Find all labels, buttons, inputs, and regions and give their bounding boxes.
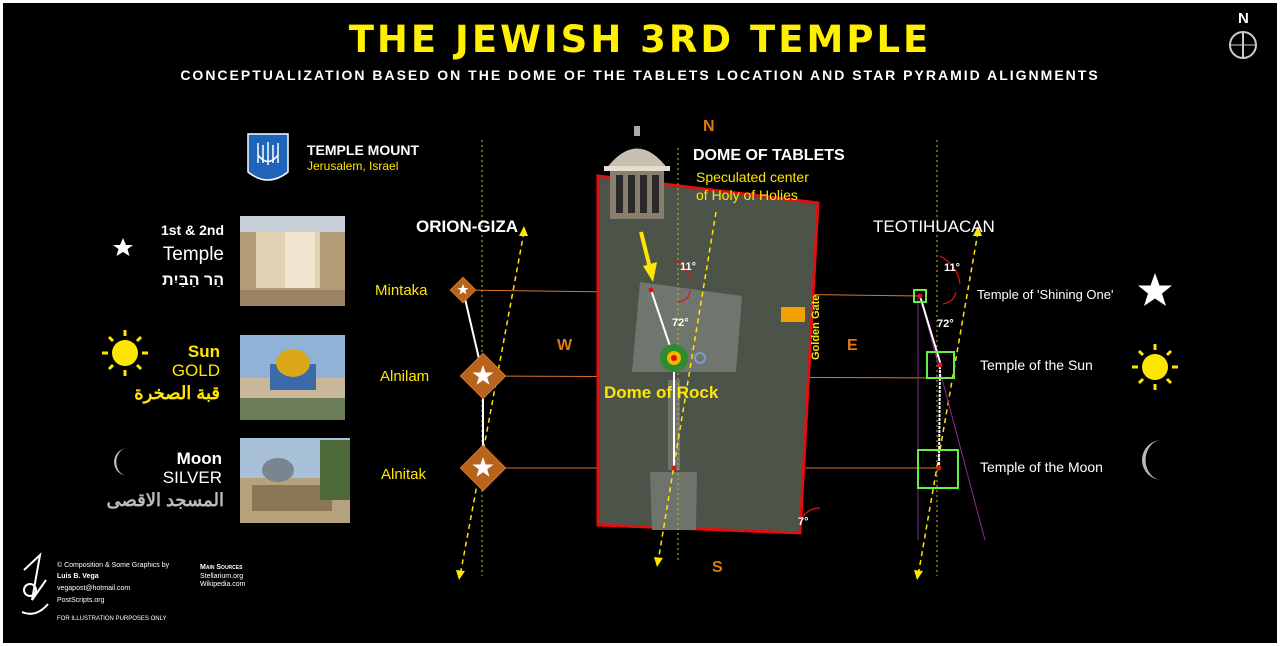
credits-site: PostScripts.org: [57, 597, 105, 604]
temple-photo: [240, 216, 345, 306]
temple-label-line2: Temple: [162, 244, 224, 265]
mount-angle-11: 11°: [680, 261, 697, 273]
shining-star-icon: [1138, 273, 1172, 306]
shining-one-label: Temple of 'Shining One': [977, 287, 1114, 302]
location-name: TEMPLE MOUNT: [307, 142, 419, 158]
author-logo-icon: [21, 552, 49, 615]
north-compass-letter: N: [1238, 10, 1249, 27]
moon-label: Moon: [176, 449, 222, 468]
source-wikipedia: Wikipedia.com: [200, 581, 246, 588]
sun-icon-right: [1132, 344, 1178, 390]
speculated-line1: Speculated center: [696, 169, 809, 185]
credits-email: vegapost@hotmail.com: [57, 585, 131, 592]
credits-line1: © Composition & Some Graphics by: [57, 562, 170, 569]
sun-label: Sun: [187, 342, 220, 361]
dome-of-tablets-title: DOME OF TABLETS: [693, 147, 845, 164]
mintaka-star: [449, 276, 477, 304]
mount-angle-72: 72°: [672, 317, 689, 329]
temple-label-hebrew: הַר הַבַּיִת: [162, 272, 224, 289]
golden-gate-label: Golden Gate: [810, 294, 822, 360]
orion-giza-title: ORION-GIZA: [416, 217, 518, 236]
alnitak-star: [459, 444, 507, 492]
mount-angle-7: 7°: [798, 516, 809, 528]
sun-icon: [102, 330, 148, 376]
temple-label-line1: 1st & 2nd: [160, 222, 224, 238]
south-label: S: [712, 559, 723, 576]
west-label: W: [557, 337, 573, 354]
credits-note: FOR ILLUSTRATION PURPOSES ONLY: [57, 616, 167, 622]
mount-north-label: N: [703, 118, 715, 135]
teotihuacan-title: TEOTIHUACAN: [873, 217, 995, 236]
page-title: THE JEWISH 3RD TEMPLE: [348, 18, 932, 61]
israel-emblem-icon: [247, 133, 289, 181]
alnitak-label: Alnitak: [381, 466, 427, 483]
dome-of-rock-photo: [240, 335, 345, 420]
alnilam-label: Alnilam: [380, 368, 430, 385]
white-star-icon: [113, 238, 133, 256]
page-subtitle: CONCEPTUALIZATION BASED ON THE DOME OF T…: [180, 67, 1100, 83]
source-stellarium: Stellarium.org: [200, 573, 244, 580]
dome-of-rock-arabic: قبة الصخرة: [134, 383, 220, 403]
silver-label: SILVER: [162, 468, 222, 487]
alnilam-star: [459, 352, 507, 400]
location-place: Jerusalem, Israel: [307, 159, 399, 173]
teo-angle-72: 72°: [937, 318, 954, 330]
mintaka-label: Mintaka: [375, 282, 428, 299]
east-label: E: [847, 337, 858, 354]
dome-of-tablets-icon: [604, 126, 670, 219]
gold-label: GOLD: [171, 361, 220, 380]
moon-icon-right: [1142, 440, 1162, 480]
sources-title: Main Sources: [200, 564, 243, 571]
yellow-arrow: [639, 231, 652, 269]
credits-author: Luis B. Vega: [57, 573, 99, 580]
dome-of-rock-label: Dome of Rock: [604, 383, 719, 402]
temple-sun-label: Temple of the Sun: [980, 357, 1093, 373]
teo-angle-11: 11°: [944, 262, 961, 274]
temple-moon-label: Temple of the Moon: [980, 459, 1103, 475]
compass-icon: [1229, 31, 1257, 59]
al-aqsa-arabic: المسجد الاقصى: [106, 490, 224, 510]
al-aqsa-photo: [240, 438, 350, 523]
moon-icon: [114, 448, 128, 477]
speculated-line2: of Holy of Holies: [696, 187, 798, 203]
